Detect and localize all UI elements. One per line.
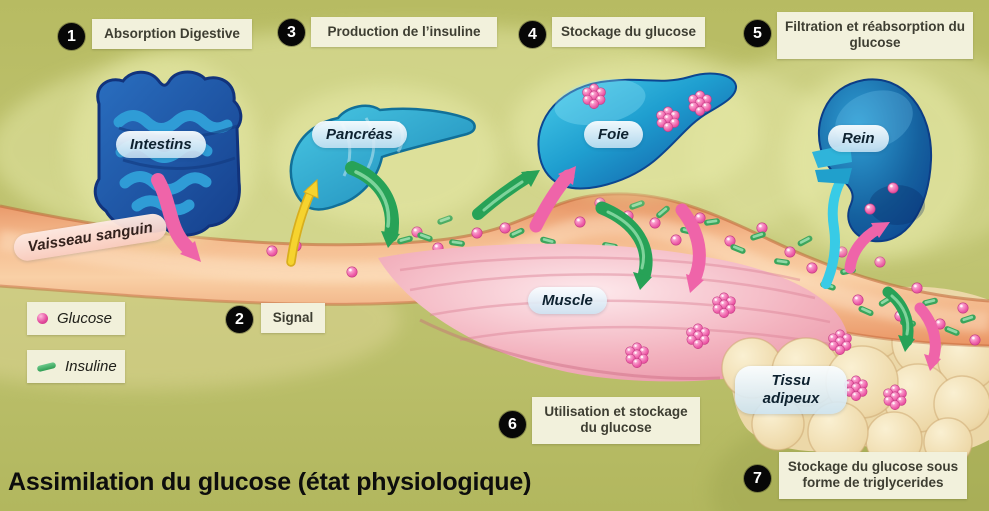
arrow-kidney-glucose-pink	[844, 222, 890, 274]
arrow-adipose-glucose-pink	[914, 302, 941, 371]
insuline-dash-icon	[36, 361, 57, 372]
label-pancreas: Pancréas	[312, 121, 407, 148]
step-6-label: Utilisation et stockage du glucose	[532, 397, 700, 444]
legend-glucose-label: Glucose	[57, 310, 113, 327]
arrow-liver-insulin-green	[472, 170, 540, 220]
step-7-label: Stockage du glucose sous forme de trigly…	[779, 452, 967, 499]
legend-insuline-label: Insuline	[65, 358, 117, 375]
step-5-badge: 5	[744, 20, 771, 47]
label-muscle: Muscle	[528, 287, 607, 314]
arrow-muscle-glucose-pink	[675, 203, 706, 293]
label-intestins: Intestins	[116, 131, 206, 158]
step-2-label: Signal	[261, 303, 325, 334]
step-2-badge: 2	[226, 306, 253, 333]
label-rein: Rein	[828, 125, 889, 152]
step-3-label: Production de l’insuline	[311, 17, 497, 48]
arrows	[151, 161, 941, 371]
step-1-badge: 1	[58, 23, 85, 50]
kidney-organ	[785, 65, 975, 289]
step-4-badge: 4	[519, 21, 546, 48]
arrow-absorption-pink	[151, 173, 201, 262]
step-4-label: Stockage du glucose	[552, 17, 705, 48]
arrow-adipose-insulin-green	[882, 286, 915, 352]
label-foie: Foie	[584, 121, 643, 148]
diagram-title: Assimilation du glucose (état physiologi…	[8, 468, 532, 496]
arrow-signal-yellow	[286, 178, 319, 267]
arrow-insulin-release-green	[345, 161, 400, 248]
glucose-dot-icon	[37, 313, 48, 324]
legend-insuline: Insuline	[27, 350, 125, 383]
arrow-muscle-insulin-green	[595, 201, 653, 290]
step-7-badge: 7	[744, 465, 771, 492]
label-tissu-adipeux: Tissu adipeux	[735, 366, 847, 414]
step-6-badge: 6	[499, 411, 526, 438]
step-1-label: Absorption Digestive	[92, 19, 252, 50]
legend-glucose: Glucose	[27, 302, 125, 335]
arrow-liver-glucose-pink	[529, 166, 576, 233]
step-3-badge: 3	[278, 19, 305, 46]
step-5-label: Filtration et réabsorption du glucose	[777, 12, 973, 59]
